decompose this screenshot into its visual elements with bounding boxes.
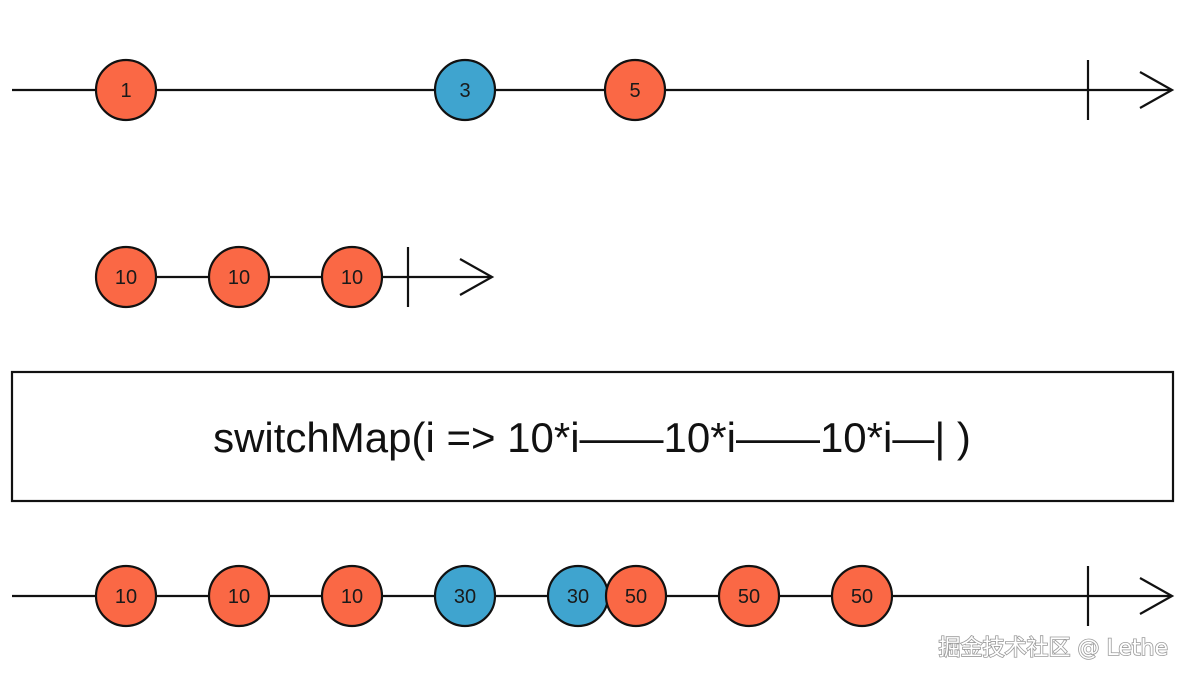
operator-frame xyxy=(10,370,1175,503)
source-stream: 1 3 5 xyxy=(12,58,1175,122)
marble-label: 10 xyxy=(341,267,363,289)
marble-circle xyxy=(320,564,384,628)
marble-circle xyxy=(830,564,894,628)
marble-label: 3 xyxy=(459,80,470,102)
marble-label: 1 xyxy=(120,80,131,102)
marble: 30 xyxy=(546,564,610,628)
marble-circle xyxy=(207,245,271,309)
marble-label: 30 xyxy=(567,586,589,608)
marble-label: 50 xyxy=(738,586,760,608)
marble: 30 xyxy=(433,564,497,628)
marble-circle xyxy=(717,564,781,628)
marble-label: 10 xyxy=(115,267,137,289)
marble-label: 10 xyxy=(228,267,250,289)
watermark: 掘金技术社区 @ Lethe xyxy=(939,636,1169,661)
marble: 5 xyxy=(603,58,667,122)
marble-circle xyxy=(94,564,158,628)
marble: 10 xyxy=(94,564,158,628)
marble: 10 xyxy=(207,245,271,309)
result-arrowhead xyxy=(1139,577,1175,615)
marble: 10 xyxy=(207,564,271,628)
marble-circle xyxy=(604,564,668,628)
marble-circle xyxy=(94,58,158,122)
marble-label: 5 xyxy=(629,80,640,102)
marble: 1 xyxy=(94,58,158,122)
marble-circle xyxy=(603,58,667,122)
inner-arrowhead xyxy=(459,258,495,296)
source-marbles: 1 3 5 xyxy=(94,58,667,122)
inner-stream: 10 10 10 xyxy=(94,245,495,309)
marble: 50 xyxy=(604,564,668,628)
marble-label: 10 xyxy=(115,586,137,608)
marble-label: 50 xyxy=(851,586,873,608)
marble-circle xyxy=(320,245,384,309)
marble: 50 xyxy=(717,564,781,628)
marble-label: 50 xyxy=(625,586,647,608)
result-marbles: 10 10 10 30 30 50 50 50 xyxy=(94,564,894,628)
marble-label: 10 xyxy=(228,586,250,608)
marble: 10 xyxy=(320,245,384,309)
inner-marbles: 10 10 10 xyxy=(94,245,384,309)
result-stream: 10 10 10 30 30 50 50 50 xyxy=(12,564,1175,628)
marble: 50 xyxy=(830,564,894,628)
source-arrowhead xyxy=(1139,71,1175,109)
marble-circle xyxy=(433,58,497,122)
marble: 10 xyxy=(320,564,384,628)
marble-circle xyxy=(433,564,497,628)
operator-label: switchMap(i => 10*i——10*i——10*i—| ) xyxy=(213,414,971,461)
operator-box: switchMap(i => 10*i——10*i——10*i—| ) xyxy=(10,370,1175,503)
marble-circle xyxy=(207,564,271,628)
marble: 10 xyxy=(94,245,158,309)
marble: 3 xyxy=(433,58,497,122)
marble-label: 10 xyxy=(341,586,363,608)
marble-circle xyxy=(94,245,158,309)
marble-label: 30 xyxy=(454,586,476,608)
